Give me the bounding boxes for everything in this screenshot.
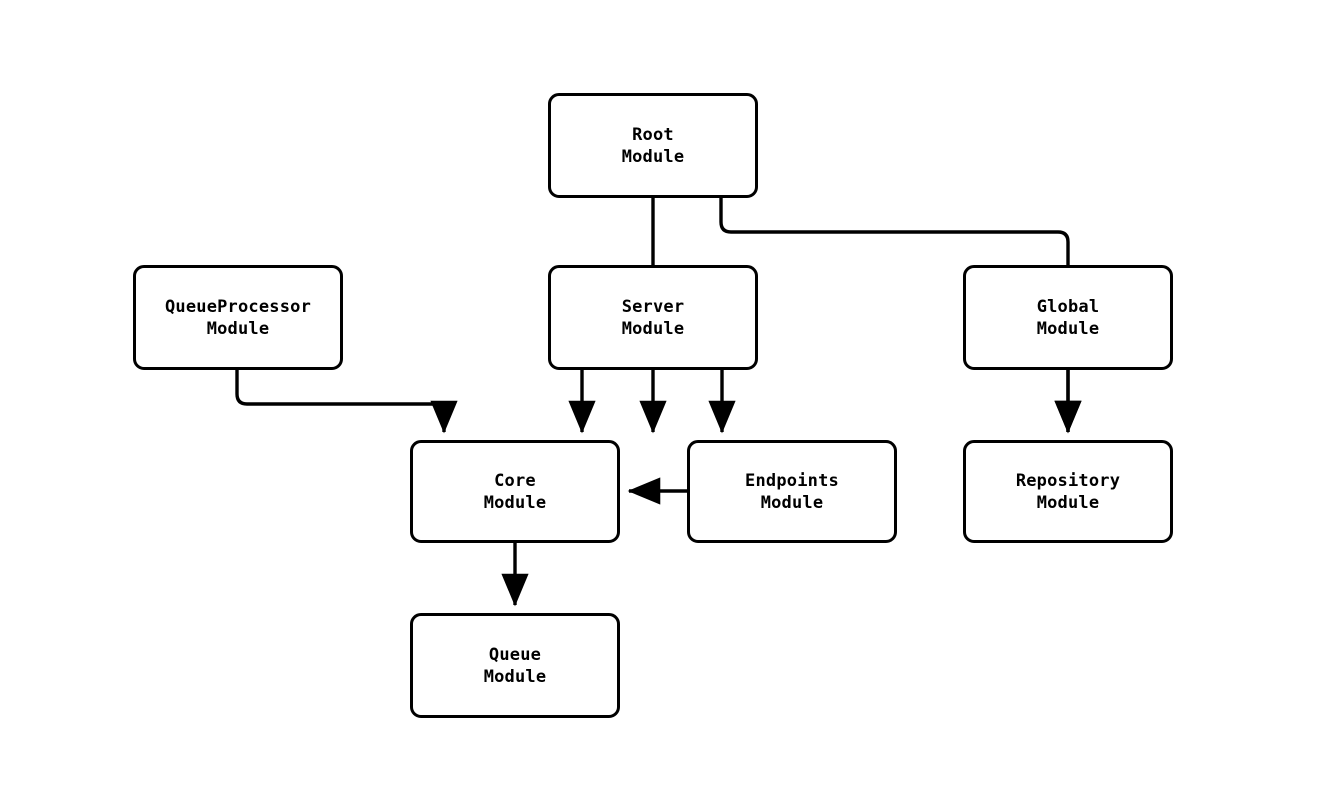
node-repository-module-label: Repository Module xyxy=(1015,470,1121,513)
node-core-module-label: Core Module xyxy=(483,470,547,513)
node-server-module-label: Server Module xyxy=(621,296,685,339)
node-core-module[interactable]: Core Module xyxy=(410,440,620,543)
node-endpoints-module[interactable]: Endpoints Module xyxy=(687,440,897,543)
node-queue-module-label: Queue Module xyxy=(483,644,547,687)
node-server-module[interactable]: Server Module xyxy=(548,265,758,370)
node-root-module[interactable]: Root Module xyxy=(548,93,758,198)
edge-queueprocessor-core xyxy=(235,370,458,434)
node-global-module[interactable]: Global Module xyxy=(963,265,1173,370)
node-endpoints-module-label: Endpoints Module xyxy=(745,470,839,513)
node-global-module-label: Global Module xyxy=(1036,296,1100,339)
node-queueprocessor-module-label: QueueProcessor Module xyxy=(164,296,312,339)
node-queue-module[interactable]: Queue Module xyxy=(410,613,620,718)
node-root-module-label: Root Module xyxy=(621,124,685,167)
node-repository-module[interactable]: Repository Module xyxy=(963,440,1173,543)
node-queueprocessor-module[interactable]: QueueProcessor Module xyxy=(133,265,343,370)
